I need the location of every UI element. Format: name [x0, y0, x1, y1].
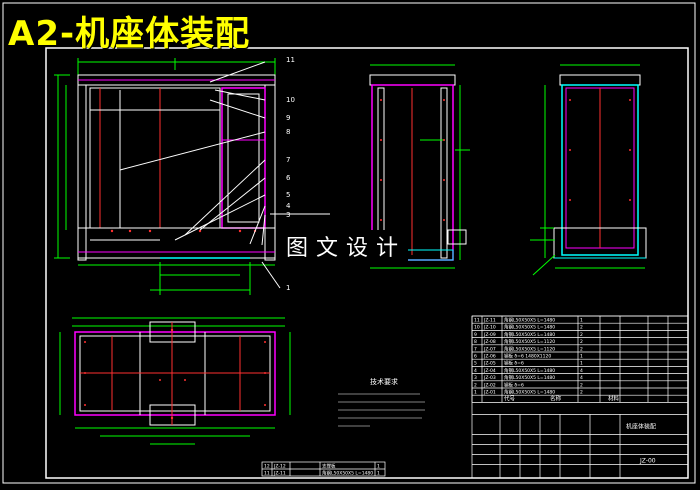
parts-cell: 2	[580, 382, 583, 388]
parts-cell: JZ-03	[483, 375, 496, 381]
parts-cell: 2	[580, 339, 583, 345]
technical-notes: 技术要求	[338, 377, 425, 427]
top-view	[59, 317, 291, 445]
parts-cell: 6	[474, 354, 477, 360]
parts-cell: 角钢L50X50X5 L=1480	[504, 367, 555, 374]
parts-cell: 10	[474, 325, 480, 331]
parts-cell: 2	[580, 332, 583, 338]
bottom-table-cell: 支撑板	[322, 463, 336, 470]
balloon-label: 1	[286, 284, 290, 292]
parts-cell: 2	[580, 346, 583, 352]
bottom-table-cell: JZ-11	[273, 471, 286, 477]
parts-cell: JZ-01	[483, 390, 496, 396]
parts-cell: 1	[474, 390, 477, 396]
watermark-text: 图文设计	[284, 230, 409, 262]
parts-cell: JZ-04	[483, 368, 496, 374]
bottom-table-cell: 1	[377, 471, 380, 477]
drawing-number: JZ-00	[639, 457, 656, 464]
parts-cell: 3	[474, 375, 477, 381]
parts-cell: 8	[474, 339, 477, 345]
parts-cell: JZ-08	[483, 339, 496, 345]
notes-title: 技术要求	[370, 377, 398, 386]
parts-cell: 1	[580, 318, 583, 324]
balloon-label: 6	[286, 174, 291, 182]
balloon-label: 3	[286, 211, 290, 219]
drawing-frame	[2, 2, 696, 484]
parts-cell: 2	[580, 325, 583, 331]
bottom-table-cell: 1	[377, 464, 380, 470]
parts-cell: 1	[580, 354, 583, 360]
drawing-title: A2-机座体装配	[8, 14, 251, 54]
parts-cell: 4	[580, 375, 583, 381]
parts-cell: 2	[474, 382, 477, 388]
parts-cell: 4	[580, 368, 583, 374]
parts-cell: 2	[580, 390, 583, 396]
balloon-label: 10	[286, 96, 295, 104]
balloon-label: 9	[286, 114, 290, 122]
parts-cell: 7	[474, 346, 477, 352]
parts-cell: 11	[474, 318, 480, 324]
parts-cell: JZ-10	[483, 325, 496, 331]
bottom-table-cell: 角钢L50X50X5 L=1480	[322, 470, 373, 477]
parts-cell: 1	[580, 361, 583, 367]
parts-cell: 角钢L50X50X5 L=1480	[504, 317, 555, 324]
parts-cell: JZ-05	[483, 361, 496, 367]
parts-cell: 钢板 δ=6	[504, 360, 524, 367]
parts-cell: 角钢L50X50X5 L=1480	[504, 374, 555, 381]
bottom-table-cell: 11	[264, 471, 270, 477]
parts-cell: 4	[474, 368, 477, 374]
balloon-label: 7	[286, 156, 290, 164]
section-view	[530, 64, 647, 276]
parts-cell: JZ-07	[483, 346, 496, 352]
parts-cell: JZ-02	[483, 382, 496, 388]
inner-frame	[45, 47, 689, 479]
parts-header-name: 名称	[550, 395, 562, 403]
parts-header-material: 材料	[608, 395, 620, 403]
balloon-label: 11	[286, 56, 295, 64]
balloon-label: 5	[286, 191, 290, 199]
drawing-title-block: 机座体装配	[626, 422, 656, 430]
balloon-label: 8	[286, 128, 290, 136]
parts-cell: 钢板 δ=6 1480X1120	[504, 353, 551, 360]
parts-cell: JZ-11	[483, 318, 496, 324]
side-view	[369, 64, 470, 269]
parts-cell: 9	[474, 332, 477, 338]
parts-cell: 角钢L50X50X5 L=1480	[504, 331, 555, 338]
bottom-table-cell: 12	[264, 464, 270, 470]
parts-cell: JZ-09	[483, 332, 496, 338]
parts-cell: JZ-06	[483, 354, 496, 360]
parts-cell: 角钢L50X50X5 L=1120	[504, 345, 555, 352]
parts-cell: 钢板 δ=6	[504, 381, 524, 388]
parts-cell: 角钢L50X50X5 L=1480	[504, 324, 555, 331]
balloon-label: 4	[286, 202, 291, 210]
parts-header-code: 代号	[504, 395, 516, 403]
parts-cell: 角钢L50X50X5 L=1120	[504, 338, 555, 345]
front-view	[54, 58, 330, 295]
bottom-table-cell: JZ-12	[273, 464, 286, 470]
parts-cell: 5	[474, 361, 477, 367]
parts-cell: 角钢L50X50X5 L=1480	[504, 389, 555, 396]
